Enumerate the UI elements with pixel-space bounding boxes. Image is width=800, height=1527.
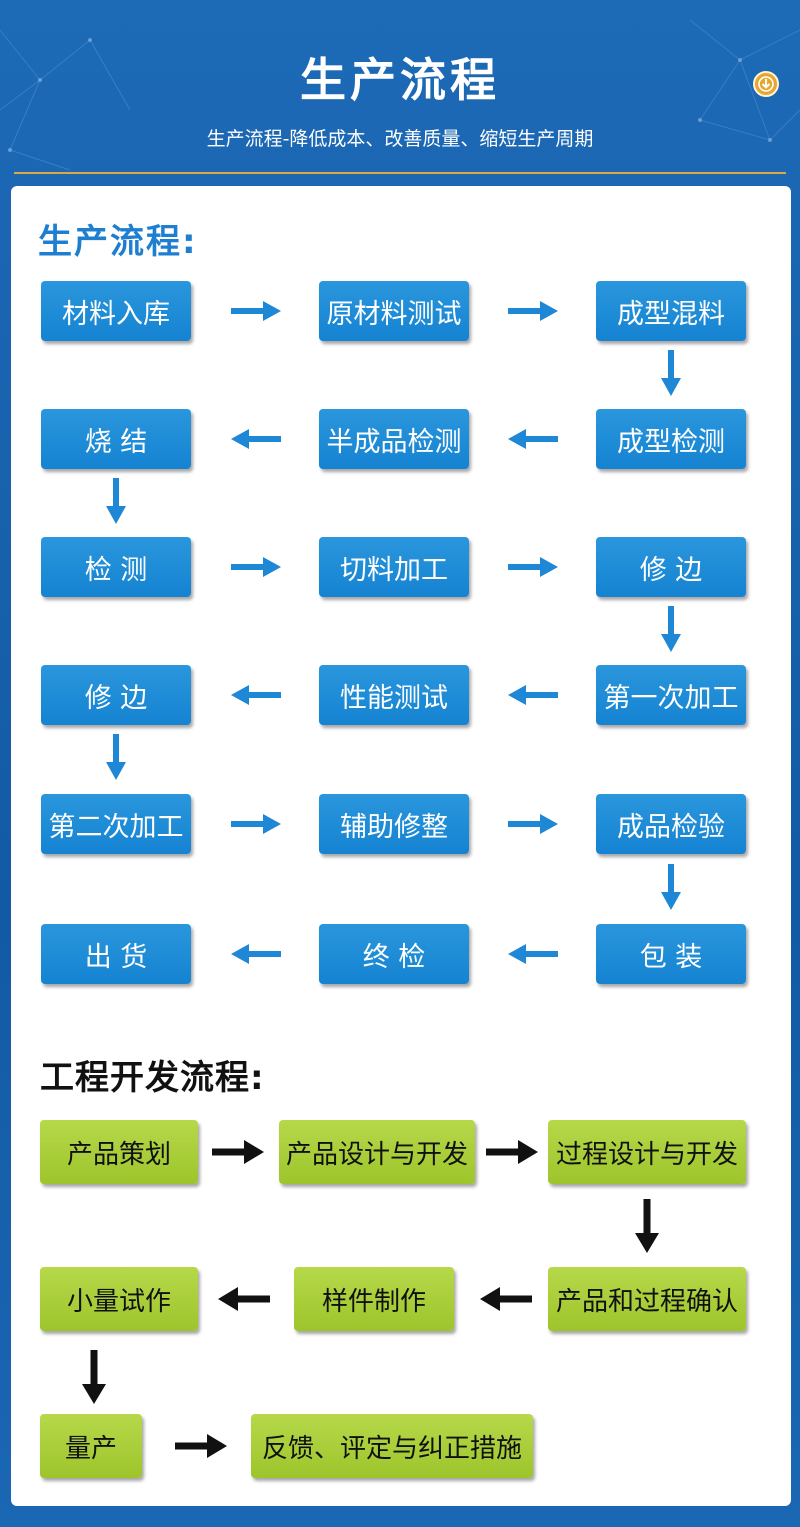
production-step: 第一次加工 [596, 665, 746, 725]
engineering-section-title: 工程开发流程: [40, 1058, 265, 1098]
arrow-right-icon [486, 1140, 538, 1164]
engineering-step: 过程设计与开发 [548, 1120, 746, 1184]
engineering-step: 样件制作 [294, 1267, 454, 1331]
arrow-down-icon [661, 350, 681, 396]
arrow-down-icon [661, 606, 681, 652]
arrow-right-icon [175, 1434, 227, 1458]
engineering-step: 产品设计与开发 [279, 1120, 475, 1184]
page-title: 生产流程 [300, 53, 500, 107]
production-step: 出 货 [41, 924, 191, 984]
arrow-down-circle-icon[interactable] [753, 71, 779, 97]
arrow-right-icon [508, 814, 558, 834]
production-step: 成品检验 [596, 794, 746, 854]
arrow-down-icon [106, 478, 126, 524]
arrow-left-icon [480, 1287, 532, 1311]
arrow-down-icon [661, 864, 681, 910]
arrow-right-icon [212, 1140, 264, 1164]
production-section-title: 生产流程: [38, 222, 198, 262]
production-step: 原材料测试 [319, 281, 469, 341]
production-step: 成型检测 [596, 409, 746, 469]
network-decoration [0, 19, 800, 171]
arrow-left-icon [231, 685, 281, 705]
arrow-down-icon [635, 1199, 659, 1253]
engineering-step: 量产 [40, 1414, 142, 1478]
arrow-down-icon [82, 1350, 106, 1404]
production-step: 切料加工 [319, 537, 469, 597]
arrow-right-icon [231, 557, 281, 577]
arrow-left-icon [508, 685, 558, 705]
production-step: 终 检 [319, 924, 469, 984]
engineering-step: 反馈、评定与纠正措施 [251, 1414, 533, 1478]
production-step: 第二次加工 [41, 794, 191, 854]
production-step: 性能测试 [319, 665, 469, 725]
production-step: 材料入库 [41, 281, 191, 341]
engineering-step: 产品和过程确认 [548, 1267, 746, 1331]
arrow-left-icon [218, 1287, 270, 1311]
header-divider [14, 172, 786, 174]
production-step: 成型混料 [596, 281, 746, 341]
arrow-right-icon [508, 557, 558, 577]
arrow-down-icon [106, 734, 126, 780]
arrow-right-icon [508, 301, 558, 321]
production-step: 烧 结 [41, 409, 191, 469]
engineering-step: 小量试作 [40, 1267, 198, 1331]
page-subtitle: 生产流程-降低成本、改善质量、缩短生产周期 [206, 128, 594, 150]
production-step: 辅助修整 [319, 794, 469, 854]
arrow-right-icon [231, 301, 281, 321]
arrow-left-icon [231, 944, 281, 964]
production-step: 检 测 [41, 537, 191, 597]
production-step: 包 装 [596, 924, 746, 984]
production-step: 修 边 [596, 537, 746, 597]
arrow-left-icon [231, 429, 281, 449]
production-step: 半成品检测 [319, 409, 469, 469]
arrow-left-icon [508, 944, 558, 964]
arrow-left-icon [508, 429, 558, 449]
production-step: 修 边 [41, 665, 191, 725]
arrow-right-icon [231, 814, 281, 834]
engineering-step: 产品策划 [40, 1120, 198, 1184]
